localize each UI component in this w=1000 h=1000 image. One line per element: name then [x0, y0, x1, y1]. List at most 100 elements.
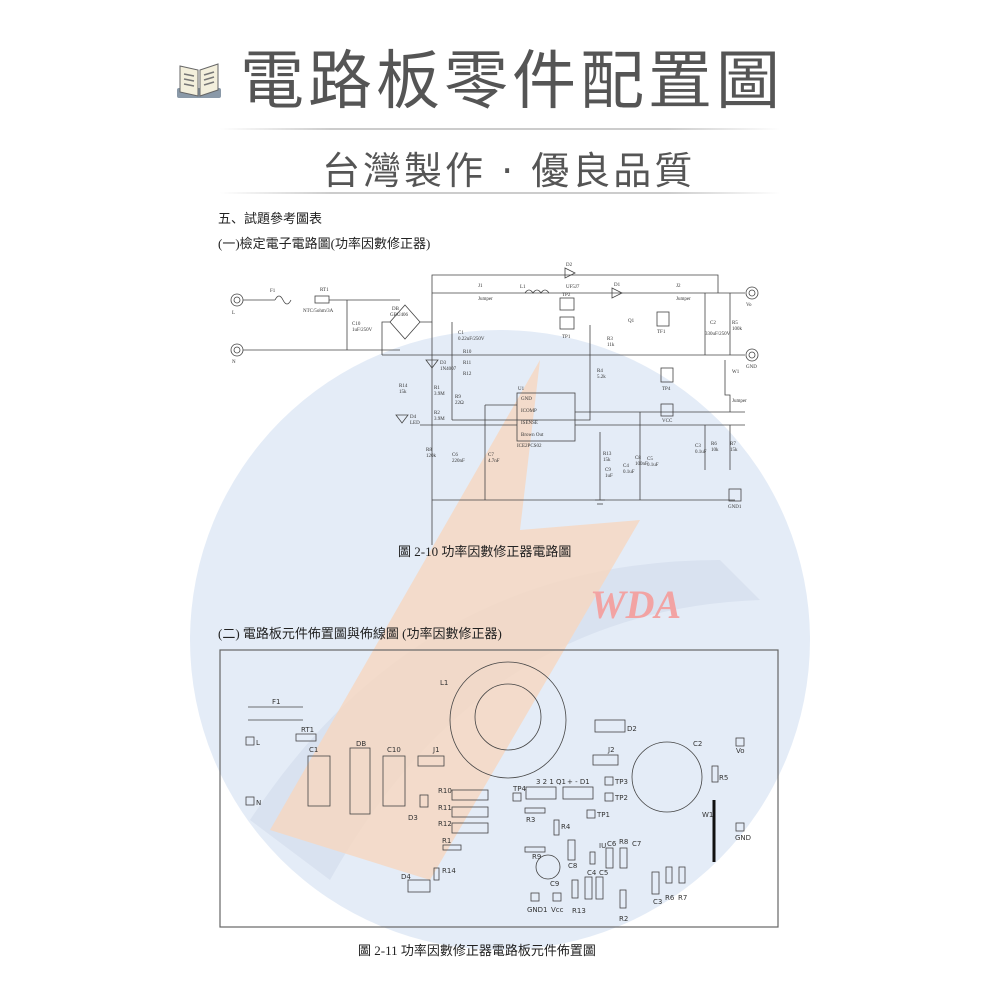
sch-label: RT1: [320, 288, 329, 293]
pcb-label: Vo: [736, 747, 745, 755]
pcb-label: R9: [532, 853, 541, 861]
sch-label: R10: [463, 350, 472, 355]
pcb-label: C7: [632, 840, 641, 848]
pcb-label: 3 2 1 Q1: [536, 778, 566, 786]
sch-label: UF5J7: [566, 285, 580, 290]
schematic-caption: 圖 2-10 功率因數修正器電路圖: [398, 544, 572, 559]
sch-label: R4: [597, 369, 603, 374]
sch-label: VCC: [662, 419, 673, 424]
sch-label: Jumper: [732, 399, 747, 404]
sch-label: N: [232, 360, 236, 365]
pcb-label: TP1: [596, 811, 610, 819]
pcb-label: C6: [607, 840, 617, 848]
pcb-label: + - D1: [567, 778, 590, 786]
sch-label: W1: [732, 370, 740, 375]
sch-label: R13: [603, 452, 612, 457]
pcb-label: D4: [401, 873, 411, 881]
sch-label: ISENSE: [521, 421, 538, 426]
sch-label: 3.9M: [434, 417, 445, 422]
pcb-label: R5: [719, 774, 728, 782]
sch-label: 1uF/250V: [352, 328, 373, 333]
sch-label: R2: [434, 411, 440, 416]
pcb-label: C8: [568, 862, 577, 870]
sch-label: 100k: [732, 327, 743, 332]
sch-label: Q1: [628, 319, 635, 324]
pcb-label: D2: [627, 725, 637, 733]
pcb-label: W1: [702, 811, 713, 819]
sch-label: 1uF: [605, 474, 613, 479]
sch-label: Jumper: [676, 297, 691, 302]
sch-label: 5.2k: [597, 375, 606, 380]
pcb-label: C5: [599, 869, 608, 877]
sch-label: 15k: [399, 390, 407, 395]
watermark-swoosh: [270, 360, 640, 880]
sch-label: R6: [711, 442, 717, 447]
sch-label: 1N4007: [440, 367, 457, 372]
pcb-label: R6: [665, 894, 675, 902]
sch-label: C4: [623, 464, 629, 469]
sch-label: 0.22uF/250V: [458, 337, 485, 342]
sch-label: TP4: [662, 387, 671, 392]
pcb-label: C1: [309, 746, 318, 754]
pcb-label: R11: [438, 804, 452, 812]
sch-label: 100nF: [635, 462, 648, 467]
pcb-label: RT1: [301, 726, 314, 734]
sch-label: LED: [410, 421, 420, 426]
sch-label: NTC/5ohm/3A: [303, 309, 334, 314]
sch-label: R8: [426, 448, 432, 453]
pcb-label: IU: [599, 842, 606, 850]
section-heading: 五、試題參考圖表: [218, 211, 323, 226]
pcb-label: L1: [440, 679, 448, 687]
sch-label: C2: [710, 321, 716, 326]
pcb-label: TP2: [614, 794, 628, 802]
schematic-heading: (一)檢定電子電路圖(功率因數修正器): [218, 236, 431, 251]
sch-label: R11: [463, 361, 472, 366]
pcb-label: TP3: [614, 778, 628, 786]
pcb-label: R8: [619, 838, 628, 846]
sch-label: 22Ω: [455, 401, 464, 406]
sch-label: 10k: [711, 448, 719, 453]
page-subtitle: 台灣製作 · 優良品質: [322, 149, 696, 193]
sch-label: 0.1uF: [695, 450, 707, 455]
pcb-label: Vcc: [551, 906, 564, 914]
sch-label: C3: [695, 444, 701, 449]
pcb-label: C2: [693, 740, 702, 748]
sch-label: TP2: [562, 293, 571, 298]
divider: [220, 128, 780, 130]
sch-label: C6: [452, 453, 458, 458]
pcb-label: J1: [432, 746, 440, 754]
sch-label: 15k: [603, 458, 611, 463]
sch-label: R5: [732, 321, 738, 326]
pcb-label: N: [256, 799, 261, 807]
sch-label: GND: [521, 397, 532, 402]
sch-label: C1: [458, 331, 464, 336]
sch-label: D3: [440, 361, 447, 366]
watermark-wda: WDA: [590, 582, 681, 627]
sch-label: GND: [746, 365, 757, 370]
pcb-label: R4: [561, 823, 571, 831]
sch-label: J1: [478, 284, 483, 289]
sch-label: R3: [607, 337, 613, 342]
sch-label: ICE2PCS02: [517, 444, 542, 449]
sch-label: R7: [730, 442, 736, 447]
sch-label: U1: [518, 387, 525, 392]
sch-label: 3.9M: [434, 392, 445, 397]
pcb-board-outline: [219, 649, 779, 928]
pcb-label: D3: [408, 814, 418, 822]
sch-label: 0.1uF: [647, 463, 659, 468]
sch-label: Jumper: [478, 297, 493, 302]
sch-label: R9: [455, 395, 461, 400]
pcb-label: R1: [442, 837, 451, 845]
sch-label: Brown Out: [521, 433, 544, 438]
sch-label: F1: [270, 289, 276, 294]
layout-heading: (二) 電路板元件佈置圖與佈線圖 (功率因數修正器): [218, 626, 502, 641]
sch-label: TF1: [657, 330, 666, 335]
pcb-label: C4: [587, 869, 597, 877]
book-icon: [177, 63, 221, 98]
sch-label: 15k: [730, 448, 738, 453]
sch-label: DB: [392, 307, 400, 312]
sch-label: L1: [520, 285, 526, 290]
